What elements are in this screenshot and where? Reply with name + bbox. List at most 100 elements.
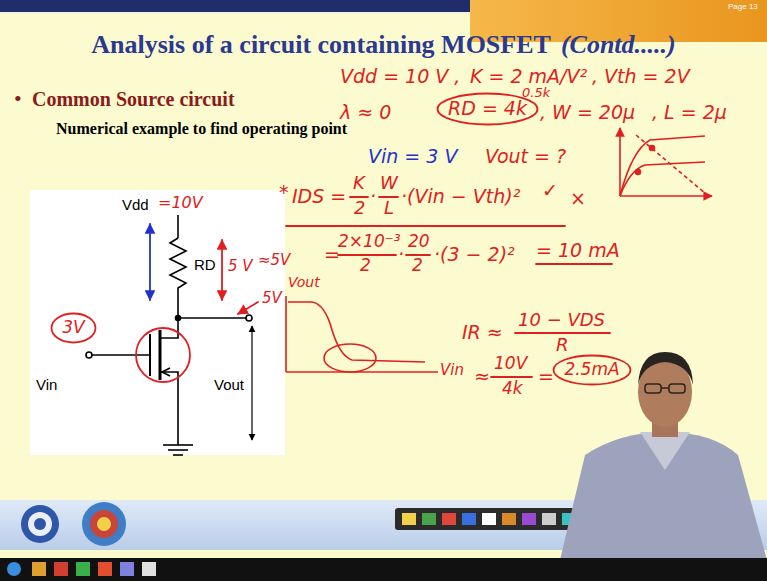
taskbar bbox=[0, 558, 767, 581]
taskbar bbox=[98, 562, 112, 576]
axis-label: Vout bbox=[288, 274, 320, 290]
mosfet-symbol bbox=[163, 444, 193, 446]
given-value: , Vth = 2V bbox=[592, 66, 690, 88]
axis-label: Vin bbox=[440, 362, 464, 379]
page-number: Page 13 bbox=[728, 2, 758, 11]
fraction-numerator: K bbox=[353, 173, 365, 194]
bullet: • bbox=[14, 86, 22, 111]
equation-term: = bbox=[538, 366, 554, 388]
annotation-ink bbox=[238, 302, 258, 314]
result-value: = 10 mA bbox=[536, 240, 620, 262]
taskbar bbox=[0, 558, 767, 581]
equation-term: · bbox=[370, 186, 376, 208]
input-value: Vin = 3 V bbox=[368, 146, 457, 168]
mosfet-symbol bbox=[160, 372, 178, 445]
fraction-denominator: 2 bbox=[412, 256, 423, 276]
input-label: Vin bbox=[36, 376, 57, 393]
equation-term: · bbox=[398, 244, 404, 266]
mosfet-symbol bbox=[162, 368, 170, 376]
equation-term: = bbox=[324, 244, 340, 266]
fraction-denominator: L bbox=[384, 198, 394, 219]
taskbar bbox=[54, 562, 68, 576]
fraction-numerator: 20 bbox=[408, 232, 430, 252]
bottom-band bbox=[97, 517, 111, 531]
taskbar bbox=[120, 562, 134, 576]
transfer-curve-sketch bbox=[286, 371, 438, 373]
annotation-ink bbox=[491, 376, 532, 378]
header-band bbox=[0, 0, 470, 12]
mosfet-symbol bbox=[92, 354, 150, 356]
fraction-denominator: 2 bbox=[360, 256, 371, 276]
star-mark: * bbox=[279, 182, 289, 204]
presenter-figure bbox=[638, 352, 693, 385]
fraction-denominator: 2 bbox=[354, 198, 365, 219]
fraction-numerator: W bbox=[380, 173, 398, 194]
presenter-figure bbox=[669, 384, 685, 393]
output-characteristic-sketch bbox=[620, 195, 712, 197]
equation-term: ·(3 − 2)² bbox=[434, 244, 515, 266]
bottom-band bbox=[422, 513, 436, 525]
circled-text: 3V bbox=[62, 318, 85, 338]
taskbar bbox=[76, 562, 90, 576]
bottom-band bbox=[21, 505, 59, 543]
circuit-panel bbox=[30, 190, 285, 455]
circled-text: RD = 4k bbox=[448, 98, 527, 120]
circle-outline bbox=[554, 356, 631, 385]
given-value: Vdd = 10 V , bbox=[340, 66, 460, 88]
transfer-curve-sketch bbox=[285, 296, 287, 372]
presenter-figure bbox=[661, 387, 669, 389]
fraction-denominator: 4k bbox=[502, 379, 523, 399]
annotation-ink bbox=[286, 225, 565, 227]
output-characteristic-sketch bbox=[636, 135, 706, 194]
transfer-curve-sketch bbox=[324, 344, 376, 372]
check-mark: ✓ bbox=[542, 180, 558, 202]
circled-note: RD = 4k bbox=[436, 92, 539, 126]
mosfet-symbol bbox=[86, 352, 92, 358]
equation-term: ≈ bbox=[474, 366, 490, 388]
mosfet-symbol bbox=[173, 454, 183, 456]
mosfet-symbol bbox=[178, 317, 246, 319]
circle-outline bbox=[438, 94, 538, 125]
taskbar bbox=[32, 562, 46, 576]
annotation-ink bbox=[149, 224, 151, 300]
voltage-drop: 5 V bbox=[228, 258, 253, 275]
mosfet-symbol bbox=[168, 449, 188, 451]
resistor-symbol bbox=[170, 238, 186, 318]
mosfet-symbol bbox=[86, 315, 252, 455]
fraction-numerator: 10 − VDS bbox=[518, 310, 605, 331]
fraction-denominator: R bbox=[556, 335, 569, 356]
subheading: Numerical example to find operating poin… bbox=[56, 120, 347, 138]
unknown: Vout = ? bbox=[485, 146, 566, 168]
fraction-numerator: 2×10⁻³ bbox=[338, 232, 400, 252]
circle-outline bbox=[52, 314, 96, 343]
given-value: , L = 2μ bbox=[652, 102, 727, 124]
output-label: Vout bbox=[214, 376, 244, 393]
presenter-figure bbox=[645, 384, 661, 393]
bottom-band bbox=[90, 510, 118, 538]
title-suffix: (Contd.....) bbox=[561, 30, 676, 60]
bottom-band bbox=[402, 513, 416, 525]
equation-term: ·(Vin − Vth)² bbox=[401, 186, 520, 208]
output-characteristic-sketch bbox=[620, 136, 705, 196]
equation-term: IR ≈ bbox=[462, 322, 503, 344]
slide-title: Analysis of a circuit containing MOSFET bbox=[91, 30, 551, 60]
bottom-band bbox=[502, 513, 516, 525]
given-value: K = 2 mA/V² bbox=[470, 66, 587, 88]
output-characteristic-sketch bbox=[619, 128, 621, 196]
output-characteristic-sketch bbox=[620, 128, 712, 196]
transfer-curve-sketch bbox=[286, 296, 438, 372]
supply-value: =10V bbox=[158, 194, 203, 212]
resistor-label: RD bbox=[194, 256, 216, 273]
circuit-panel bbox=[30, 190, 285, 455]
section-heading: Common Source circuit bbox=[32, 88, 235, 111]
mosfet-symbol bbox=[251, 326, 252, 440]
circled-note: 2.5mA bbox=[552, 354, 632, 386]
output-characteristic-sketch bbox=[650, 146, 655, 151]
transfer-curve-sketch bbox=[288, 302, 425, 362]
bottom-band bbox=[34, 518, 46, 530]
circled-text: 2.5mA bbox=[564, 360, 620, 380]
supply-label: Vdd bbox=[122, 196, 149, 213]
node-voltage: 5V bbox=[262, 290, 282, 307]
